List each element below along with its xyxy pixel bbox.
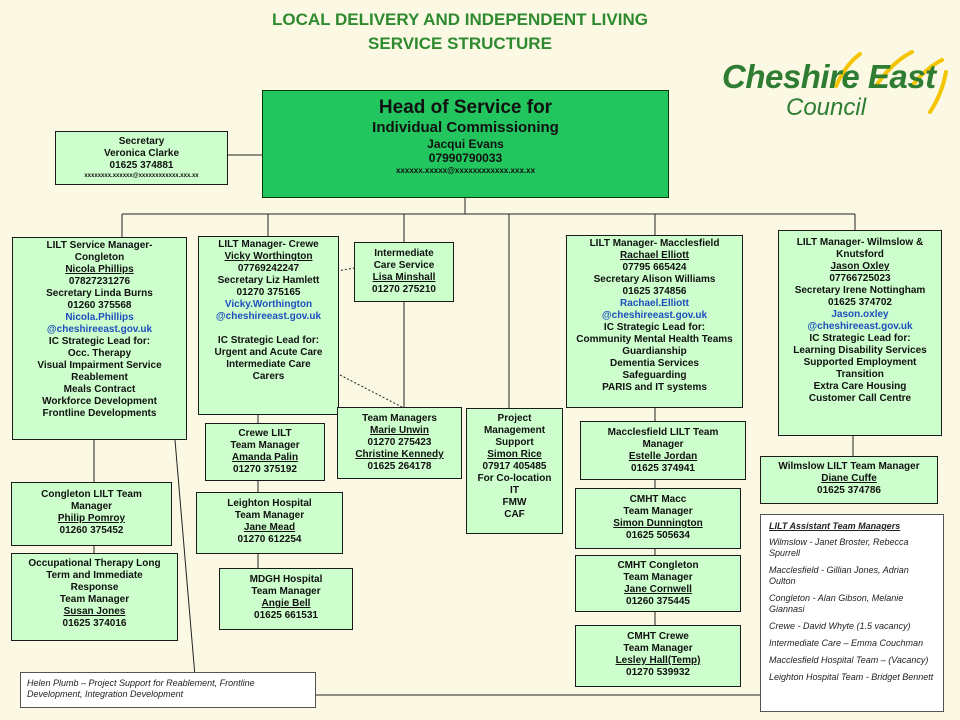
crewe-lilt-box: Crewe LILT Team Manager Amanda Palin 012… [205, 423, 325, 481]
page-title: LOCAL DELIVERY AND INDEPENDENT LIVING SE… [272, 10, 648, 53]
list-item: Crewe - David Whyte (1.5 vacancy) [769, 621, 911, 631]
cmht-congleton-box: CMHT Congleton Team Manager Jane Cornwel… [575, 555, 741, 612]
wilmslow-manager-box: LILT Manager- Wilmslow & Knutsford Jason… [778, 230, 942, 436]
wheat-icon [834, 50, 948, 114]
email-link[interactable]: Jason.oxley [831, 309, 889, 320]
list-item: Wilmslow - Janet Broster, Rebecca Spurre… [769, 537, 909, 558]
list-item: Intermediate Care – Emma Couchman [769, 638, 924, 648]
leighton-hospital-box: Leighton Hospital Team Manager Jane Mead… [196, 492, 343, 554]
project-management-box: Project Management Support Simon Rice 07… [466, 408, 563, 534]
logo-subtitle: Council [786, 94, 867, 121]
list-item: Leighton Hospital Team - Bridget Bennett [769, 672, 934, 682]
secretary-box: Secretary Veronica Clarke 01625 374881 x… [55, 131, 228, 185]
macclesfield-lilt-box: Macclesfield LILT Team Manager Estelle J… [580, 421, 746, 480]
list-item: Macclesfield - Gillian Jones, Adrian Oul… [769, 565, 909, 586]
congleton-manager-box: LILT Service Manager- Congleton Nicola P… [12, 237, 187, 440]
crewe-manager-box: LILT Manager- Crewe Vicky Worthington 07… [198, 236, 339, 415]
cheshire-east-logo: Cheshire East Council [716, 42, 948, 128]
list-item: Congleton - Alan Gibson, Melanie Giannas… [769, 593, 904, 614]
email-link[interactable]: Rachael.Elliott [620, 298, 689, 309]
assistant-managers-note: LILT Assistant Team Managers Wilmslow - … [760, 514, 944, 712]
email-link[interactable]: Vicky.Worthington [224, 299, 313, 310]
wilmslow-lilt-box: Wilmslow LILT Team Manager Diane Cuffe 0… [760, 456, 938, 504]
project-support-note: Helen Plumb – Project Support for Reable… [20, 672, 316, 708]
cmht-crewe-box: CMHT Crewe Team Manager Lesley Hall(Temp… [575, 625, 741, 687]
email-link[interactable]: Nicola.Phillips [65, 312, 134, 323]
intermediate-care-box: Intermediate Care Service Lisa Minshall … [354, 242, 454, 302]
macclesfield-manager-box: LILT Manager- Macclesfield Rachael Ellio… [566, 235, 743, 408]
mdgh-hospital-box: MDGH Hospital Team Manager Angie Bell 01… [219, 568, 353, 630]
team-managers-box: Team Managers Marie Unwin 01270 275423 C… [337, 407, 462, 479]
head-of-service-box: Head of Service for Individual Commissio… [262, 90, 669, 198]
occupational-therapy-box: Occupational Therapy Long Term and Immed… [11, 553, 178, 641]
cmht-macc-box: CMHT Macc Team Manager Simon Dunnington … [575, 488, 741, 549]
logo-wordmark: Cheshire East [722, 58, 936, 95]
congleton-lilt-box: Congleton LILT Team Manager Philip Pomro… [11, 482, 172, 546]
list-item: Macclesfield Hospital Team – (Vacancy) [769, 655, 929, 665]
assistant-managers-title: LILT Assistant Team Managers [769, 521, 901, 531]
